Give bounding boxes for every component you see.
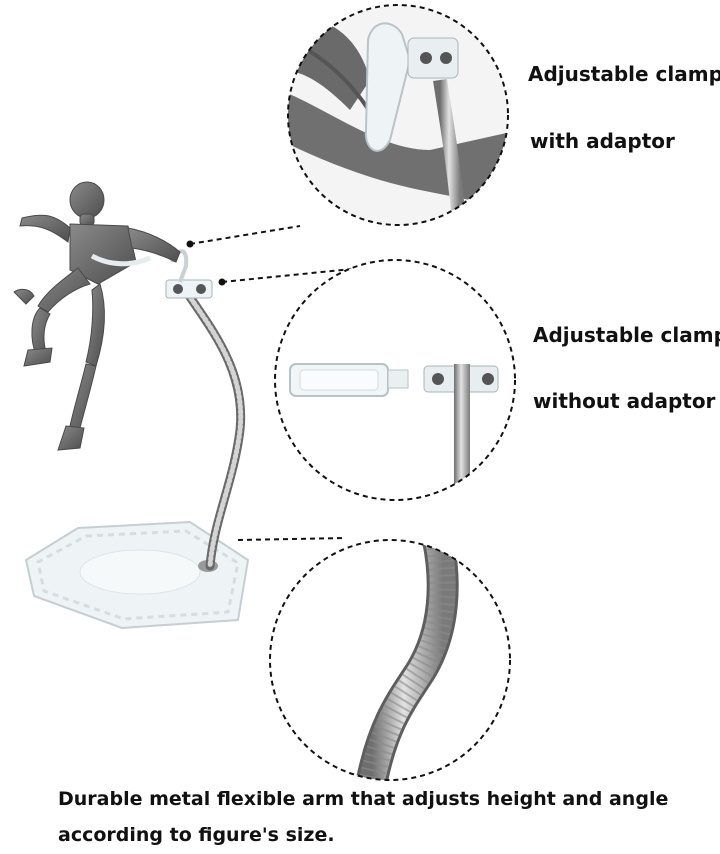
callout-circle-clamp-with-adaptor — [287, 4, 509, 226]
label-clamp-without-adaptor-line1: Adjustable clamp — [533, 323, 720, 347]
action-figure — [13, 181, 181, 451]
waist-clip — [90, 253, 152, 267]
label-clamp-with-adaptor-line2: with adaptor — [530, 129, 675, 153]
connector-dot-1 — [186, 240, 194, 248]
connector-lines — [189, 225, 363, 541]
flexible-metal-arm — [183, 289, 246, 571]
callout-circle-clamp-without-adaptor — [274, 259, 516, 501]
callout-circle-flexible-arm — [269, 539, 511, 781]
clamp-assembly — [165, 249, 213, 299]
connector-dot-2 — [218, 278, 226, 286]
caption-line1: Durable metal flexible arm that adjusts … — [58, 788, 669, 810]
label-clamp-without-adaptor-line2: without adaptor — [533, 389, 716, 413]
label-clamp-with-adaptor-line1: Adjustable clamp — [528, 62, 720, 86]
hexagon-base — [24, 520, 250, 630]
caption-line2: according to figure's size. — [58, 824, 335, 846]
